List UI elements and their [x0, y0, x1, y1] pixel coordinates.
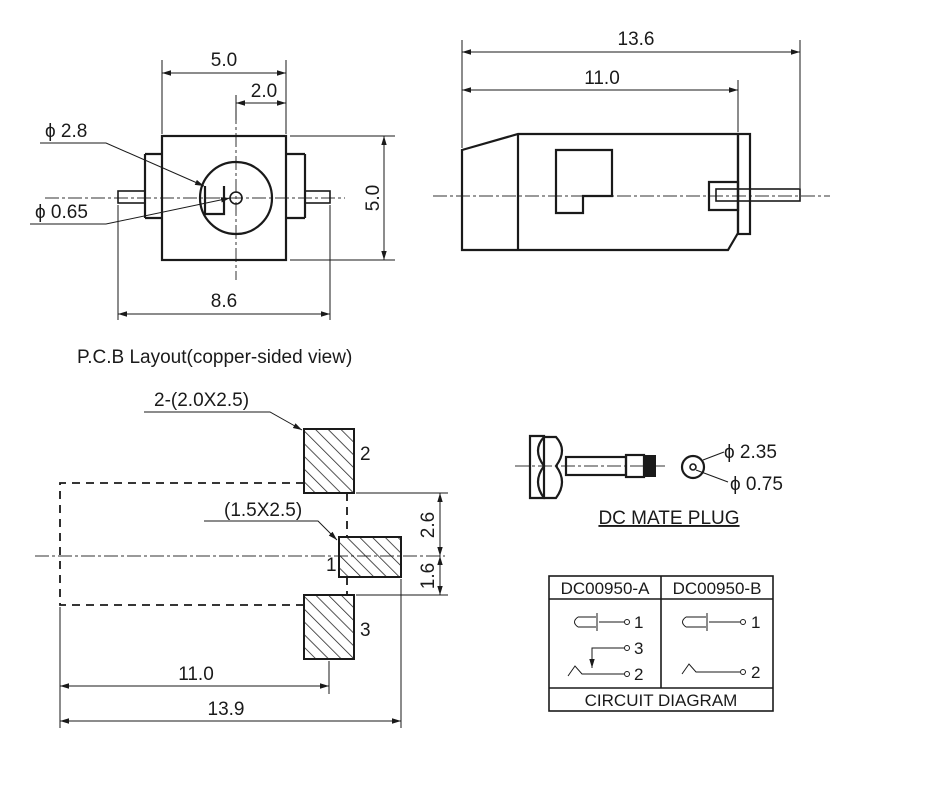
circuit-b-pin-1: 1	[751, 613, 760, 632]
front-width-dim: 5.0	[211, 50, 237, 71]
front-height-dim: 5.0	[363, 185, 384, 211]
pin-diameter-label: ϕ 0.65	[35, 202, 88, 223]
front-overall-width-dim: 8.6	[211, 291, 237, 312]
circuit-a-pin-2: 2	[634, 665, 643, 684]
circuit-diagram-table: DC00950-A DC00950-B 1 3 2 1 2 CIRCUIT DI…	[548, 575, 774, 712]
pad-number-3: 3	[360, 620, 371, 641]
circuit-b-pin-2: 2	[751, 663, 760, 682]
pad-number-1: 1	[326, 555, 337, 576]
pcb-spacing-lower: 1.6	[418, 563, 439, 589]
circuit-diagram-footer: CIRCUIT DIAGRAM	[585, 691, 738, 710]
pcb-layout: P.C.B Layout(copper-sided view) 2 1 3 2-…	[35, 347, 448, 728]
side-overall-length-dim: 13.6	[618, 29, 655, 50]
hole-diameter-label: ϕ 2.8	[45, 121, 87, 142]
pad-size-label: 2-(2.0X2.5)	[154, 390, 249, 411]
front-offset-dim: 2.0	[251, 81, 277, 102]
pad-number-2: 2	[360, 444, 371, 465]
pcb-pad-2	[303, 428, 355, 494]
pcb-spacing-upper: 2.6	[418, 512, 439, 538]
circuit-col-b: DC00950-B	[673, 579, 762, 598]
mate-plug-caption: DC MATE PLUG	[598, 508, 739, 529]
plug-outer-diameter: ϕ 2.35	[724, 442, 777, 463]
front-view: 5.0 2.0 ϕ 2.8 ϕ 0.65 5.0 8.6	[30, 50, 395, 320]
circuit-a-pin-3: 3	[634, 639, 643, 658]
pcb-pad-1	[338, 536, 402, 578]
side-body-length-dim: 11.0	[584, 68, 620, 89]
pcb-layout-title: P.C.B Layout(copper-sided view)	[77, 347, 352, 368]
circuit-a-pin-1: 1	[634, 613, 643, 632]
pcb-overall-length: 13.9	[208, 699, 245, 720]
side-view: 13.6 11.0	[433, 29, 830, 252]
dc-mate-plug: ϕ 2.35 ϕ 0.75 DC MATE PLUG	[515, 434, 783, 529]
pcb-inner-length: 11.0	[178, 664, 214, 685]
pcb-pad-3	[303, 594, 355, 660]
circuit-col-a: DC00950-A	[561, 579, 650, 598]
pad1-size-label: (1.5X2.5)	[224, 500, 302, 521]
plug-inner-diameter: ϕ 0.75	[730, 474, 783, 495]
